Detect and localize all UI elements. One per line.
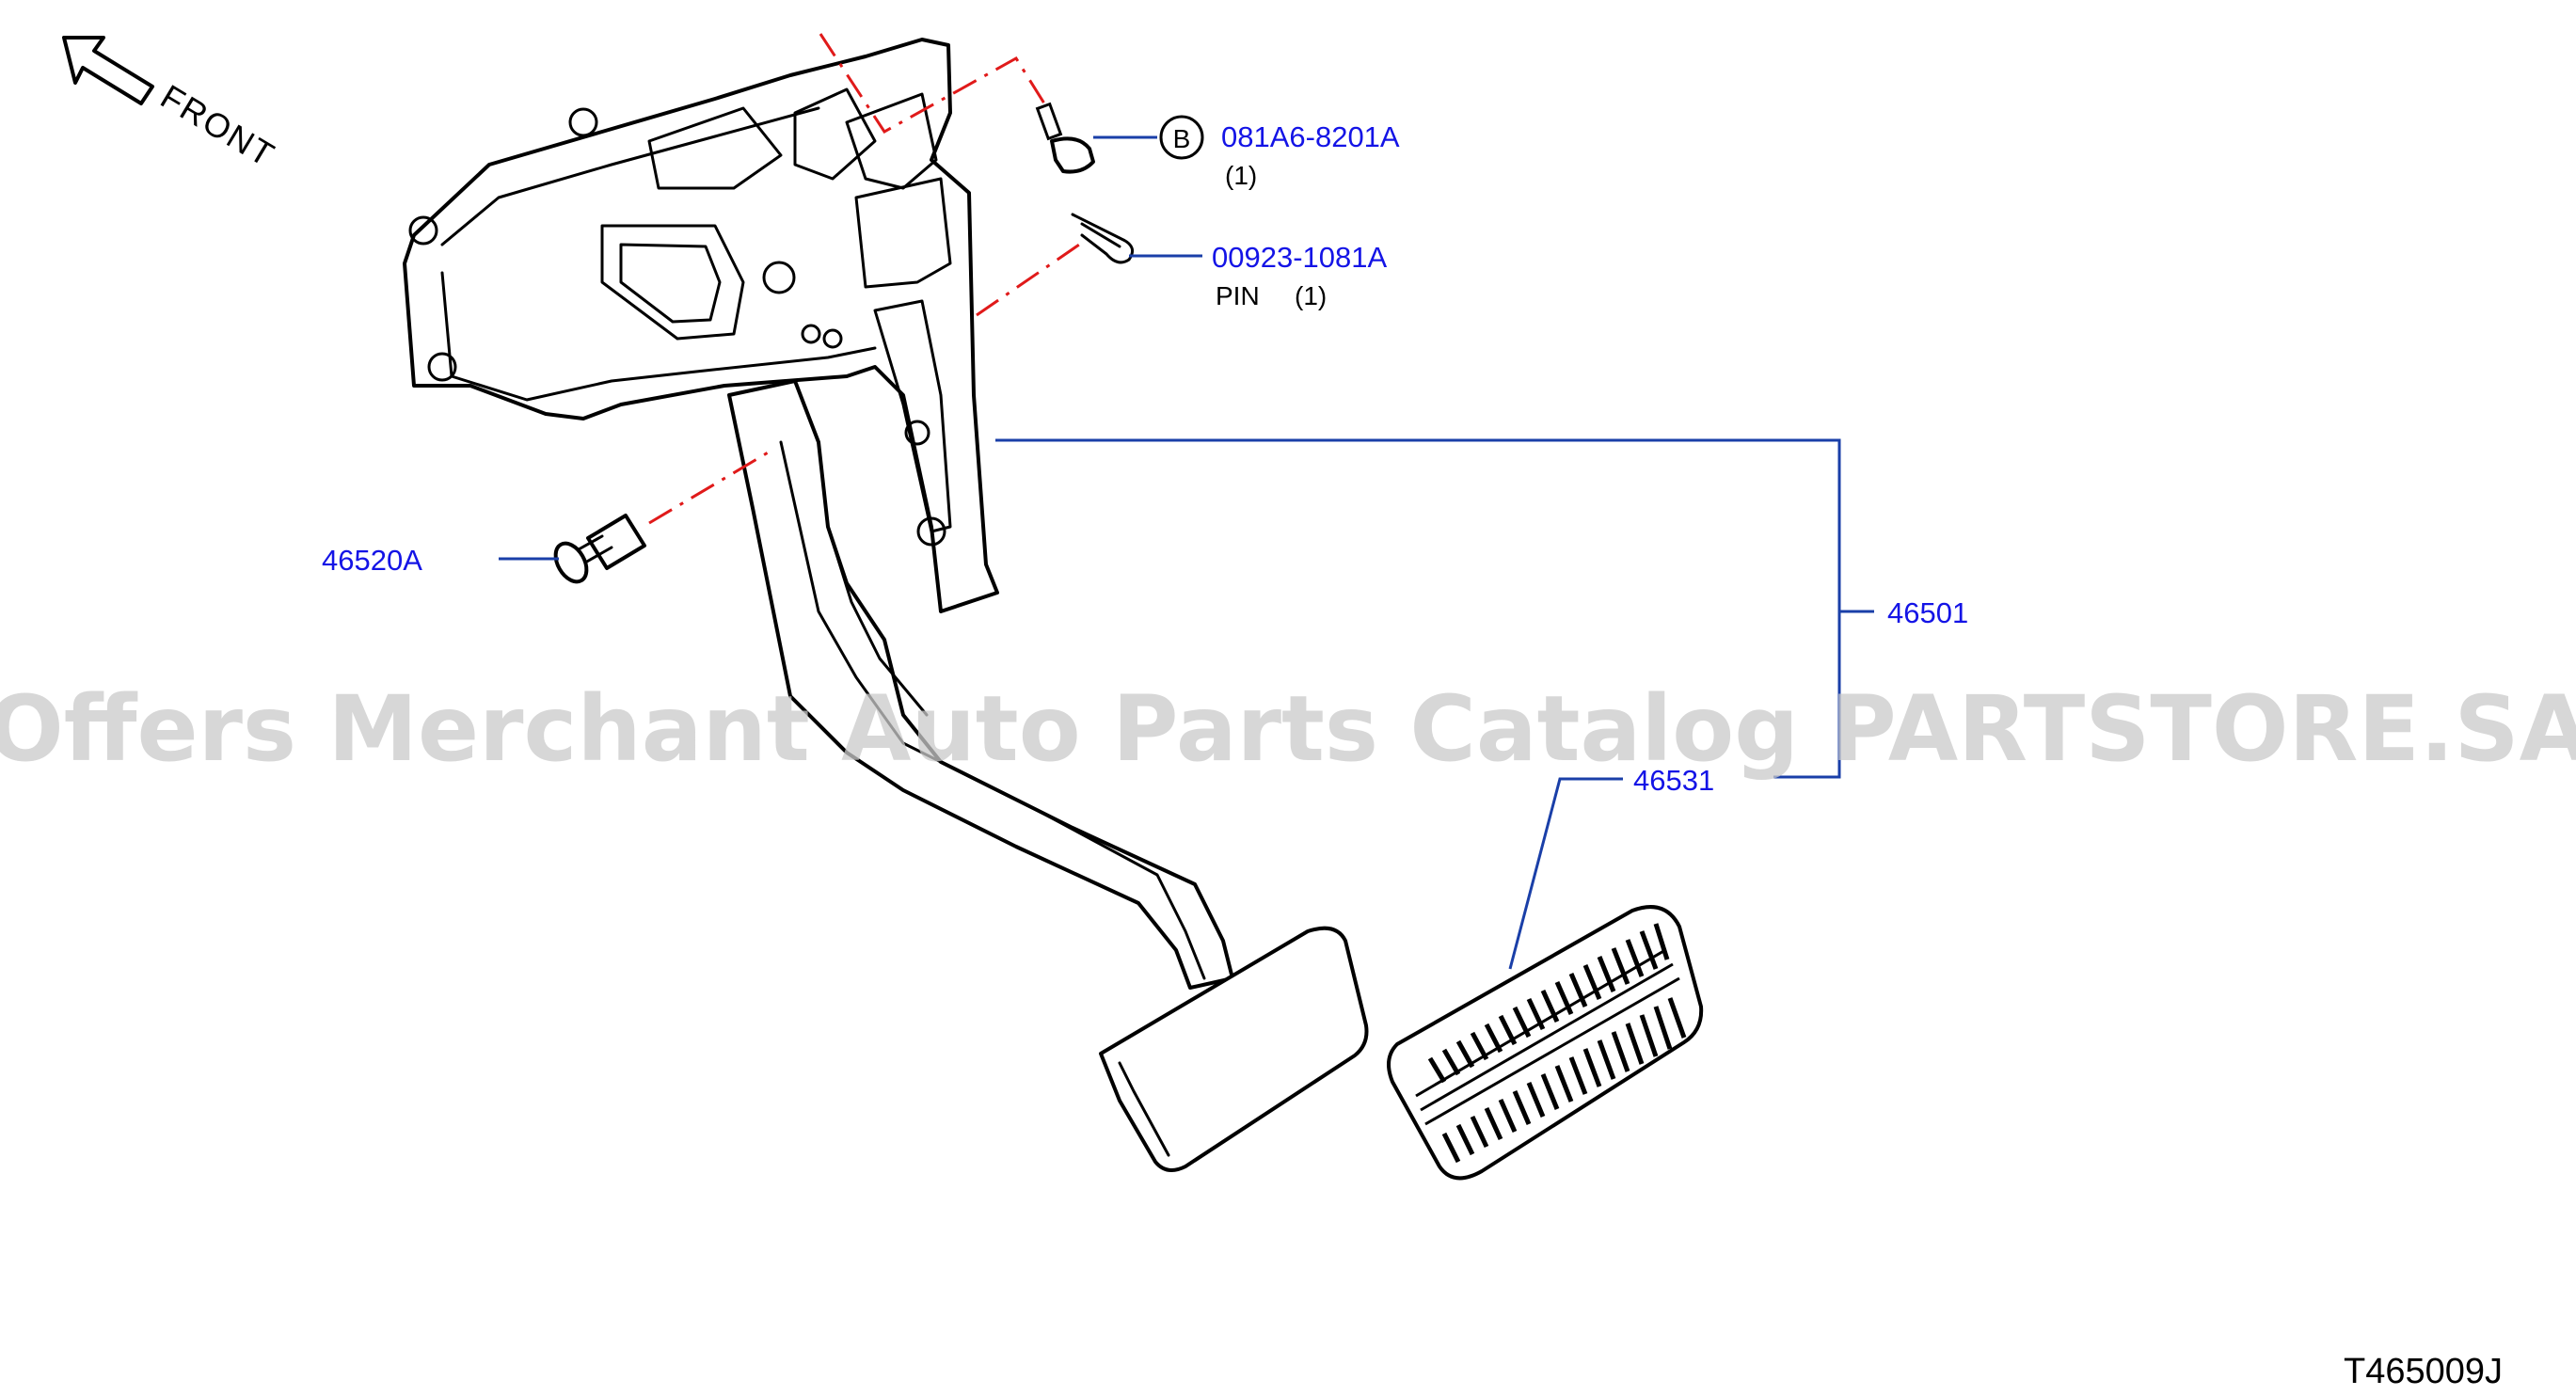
callout-stopper-partno[interactable]: 46520A [322, 544, 422, 577]
pedal-arm[interactable] [727, 379, 1234, 990]
callout-pin-partno[interactable]: 00923-1081A [1212, 241, 1387, 274]
assembly-centerlines [648, 33, 1083, 525]
callout-pedal-assembly-partno[interactable]: 46501 [1887, 596, 1968, 629]
front-arrow-icon [62, 36, 154, 105]
diagram-code: T465009J [2344, 1352, 2503, 1391]
front-label: FRONT [154, 77, 282, 175]
watermark-text: Offers Merchant Auto Parts Catalog PARTS… [0, 676, 2576, 782]
bolt-part[interactable] [1035, 102, 1095, 174]
callout-bolt-partno[interactable]: 081A6-8201A [1221, 120, 1400, 153]
pedal-pad-ribbed[interactable] [1387, 905, 1704, 1181]
callout-pedal-pad-partno[interactable]: 46531 [1633, 764, 1714, 797]
bolt-reference-letter: B [1173, 124, 1191, 153]
clevis-pin-part[interactable] [1071, 213, 1135, 264]
pedal-bracket[interactable] [403, 38, 999, 613]
callout-bolt-qty: (1) [1225, 161, 1257, 190]
bolt-reference-marker[interactable]: B [1159, 115, 1204, 160]
stopper-part[interactable] [549, 514, 646, 587]
callout-pin-name: PIN [1216, 281, 1260, 310]
leader-lines [499, 135, 1874, 970]
callout-pin-qty: (1) [1295, 281, 1327, 310]
pedal-pad-plain[interactable] [1099, 926, 1369, 1172]
